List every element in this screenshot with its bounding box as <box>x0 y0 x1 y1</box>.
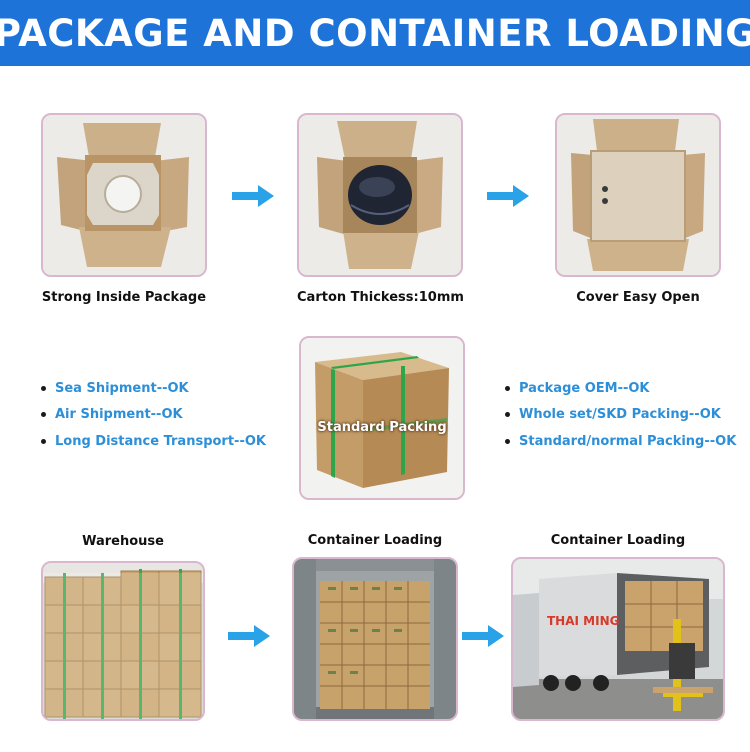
arrow-right-icon <box>487 185 529 207</box>
list-item: Package OEM--OK <box>505 375 736 402</box>
list-item: Whole set/SKD Packing--OK <box>505 402 736 429</box>
caption-strong-inside-package: Strong Inside Package <box>41 290 207 305</box>
caption-container-loading-1: Container Loading <box>307 533 443 548</box>
photo-warehouse <box>41 561 205 721</box>
bullet-icon <box>41 438 46 444</box>
bullet-icon <box>41 385 46 391</box>
header-banner: PACKAGE AND CONTAINER LOADING <box>0 0 750 66</box>
arrow-right-icon <box>232 185 274 207</box>
packing-options-list: Package OEM--OK Whole set/SKD Packing--O… <box>505 375 736 455</box>
list-item: Standard/normal Packing--OK <box>505 428 736 455</box>
arrow-right-icon <box>228 625 270 647</box>
caption-cover-easy-open: Cover Easy Open <box>576 290 700 305</box>
list-item: Long Distance Transport--OK <box>41 428 266 455</box>
photo-cover-easy-open <box>555 113 721 277</box>
photo-standard-packing: Standard Packing <box>299 336 465 500</box>
photo-strong-inside-package <box>41 113 207 277</box>
standard-packing-label: Standard Packing <box>317 420 447 435</box>
photo-container-loading-interior <box>292 557 458 721</box>
bullet-icon <box>505 438 510 444</box>
list-item: Sea Shipment--OK <box>41 375 266 402</box>
caption-carton-thickness: Carton Thickess:10mm <box>297 290 464 305</box>
shipping-list: Sea Shipment--OK Air Shipment--OK Long D… <box>41 375 266 455</box>
photo-container-truck: THAI MING <box>511 557 725 721</box>
page-title: PACKAGE AND CONTAINER LOADING <box>0 11 750 55</box>
caption-warehouse: Warehouse <box>82 534 164 549</box>
caption-container-loading-2: Container Loading <box>550 533 686 548</box>
bullet-icon <box>41 412 46 418</box>
arrow-right-icon <box>462 625 504 647</box>
photo-carton-thickness <box>297 113 463 277</box>
bullet-icon <box>505 385 510 391</box>
bullet-icon <box>505 412 510 418</box>
list-item: Air Shipment--OK <box>41 402 266 429</box>
truck-text: THAI MING <box>547 614 619 628</box>
